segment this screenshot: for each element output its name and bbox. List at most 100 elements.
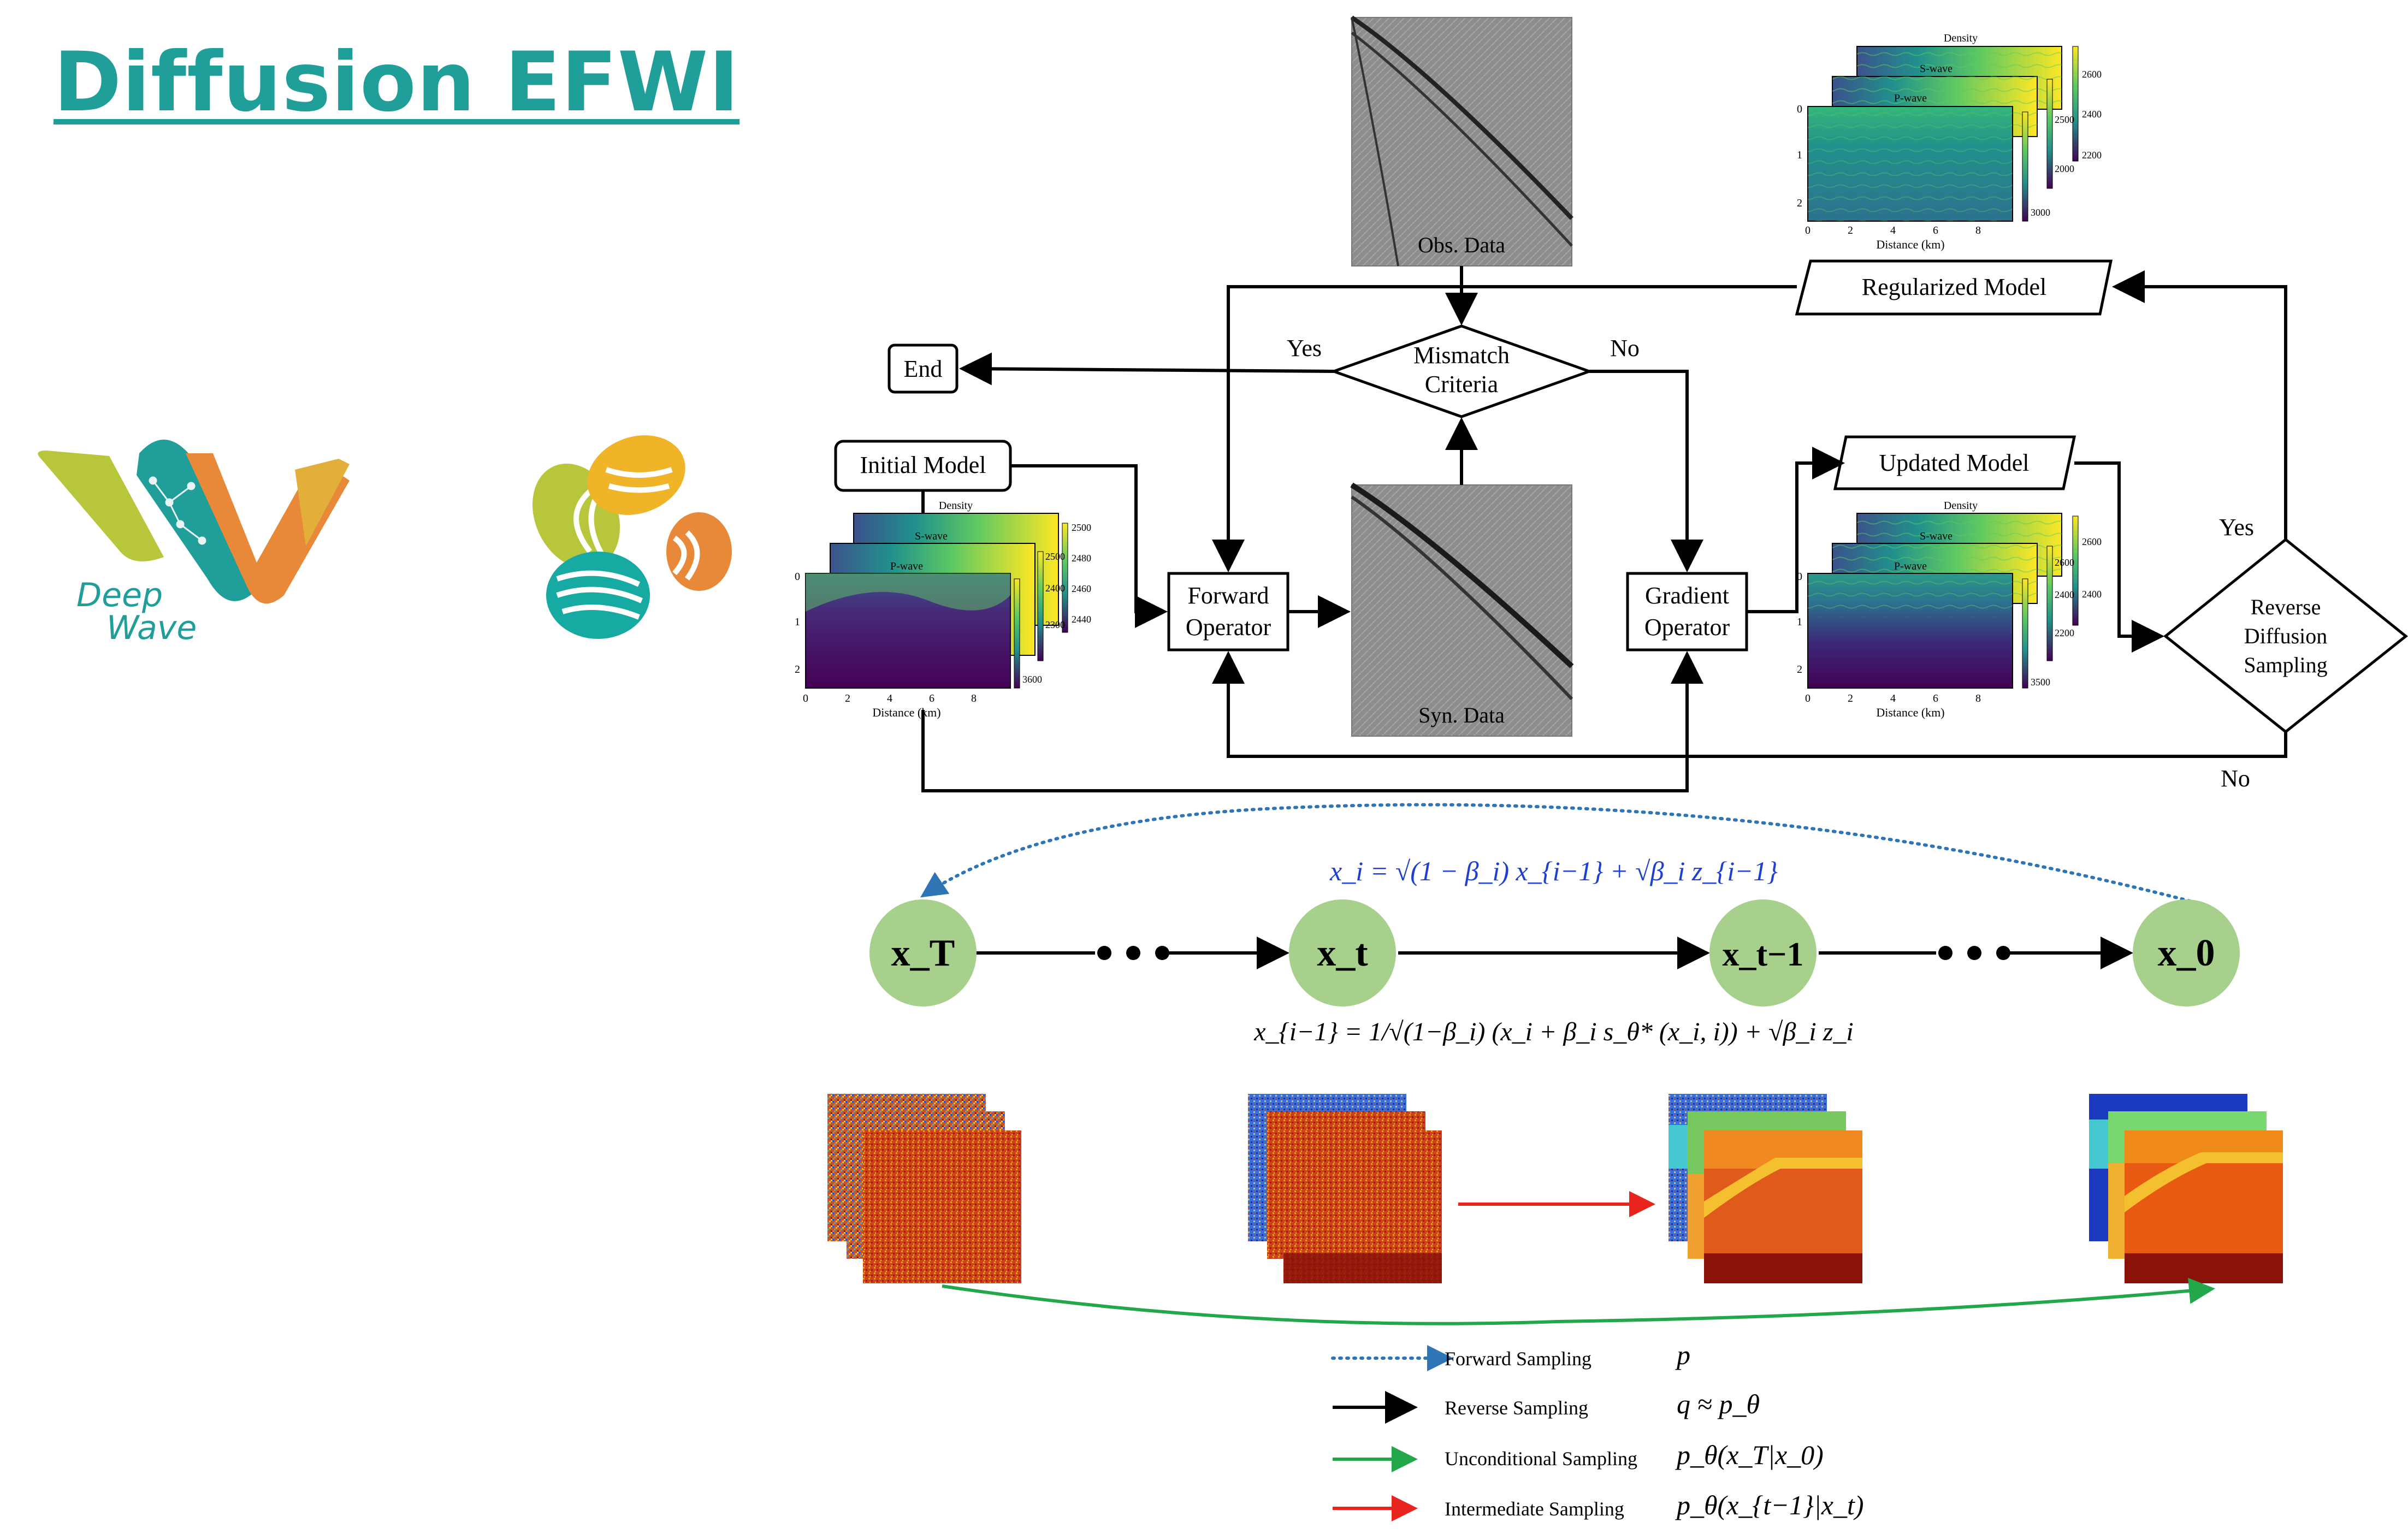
legend-unconditional-math: p_θ(x_T|x_0) xyxy=(1675,1440,1824,1470)
legend-unconditional-label: Unconditional Sampling xyxy=(1445,1448,1637,1470)
initial-cbar-s0: 2500 xyxy=(1045,551,1065,562)
legend-reverse-label: Reverse Sampling xyxy=(1445,1397,1588,1419)
initial-model-label: Initial Model xyxy=(860,452,986,478)
diffusion-chain: x_i = √(1 − β_i) x_{i−1} + √β_i z_{i−1} … xyxy=(869,803,2240,1046)
gradient-label-line1: Gradient xyxy=(1645,582,1729,609)
initial-cbar-s1: 2400 xyxy=(1045,583,1065,594)
node-x-t-minus-1-label: x_t−1 xyxy=(1723,936,1804,973)
initial-ytick-1: 1 xyxy=(795,616,800,628)
reg-pwave-label: P-wave xyxy=(1894,92,1927,104)
upd-ytick-2: 2 xyxy=(1797,664,1802,676)
reg-cbar-d1: 2400 xyxy=(2082,109,2102,120)
upd-xtick-0: 0 xyxy=(1805,692,1811,704)
legend-forward-label: Forward Sampling xyxy=(1445,1348,1591,1370)
flowchart-connectors xyxy=(921,266,2287,792)
deepwave-logo-line1: Deep xyxy=(76,576,163,614)
legend-reverse-math: q ≈ p_θ xyxy=(1677,1389,1760,1419)
reverse-label-line2: Diffusion xyxy=(2244,624,2328,648)
forward-operator-box xyxy=(1167,572,1289,651)
node-x-t-minus-1 xyxy=(1709,899,1817,1006)
node-x-0 xyxy=(2133,899,2240,1006)
syn-data-panel: Syn. Data xyxy=(1350,482,1574,737)
reg-ytick-2: 2 xyxy=(1797,197,1802,209)
reg-xtick-2: 4 xyxy=(1890,224,1896,236)
sample-clean-stack xyxy=(2089,1094,2283,1283)
ellipsis-dots-left xyxy=(1097,946,1169,960)
reg-cbar-d2: 2200 xyxy=(2082,150,2102,161)
reg-cbar-d0: 2600 xyxy=(2082,69,2102,80)
initial-cbar-d2: 2460 xyxy=(1072,583,1091,594)
reg-cbar-p0: 3000 xyxy=(2031,207,2050,218)
reg-cbar-s0: 2500 xyxy=(2055,114,2074,125)
legend: Forward Sampling p Reverse Sampling q ≈ … xyxy=(1331,1340,1864,1521)
upd-cbar-s2: 2200 xyxy=(2055,627,2074,638)
node-x-T xyxy=(869,899,977,1006)
upd-cbar-s1: 2400 xyxy=(2055,589,2074,600)
syn-data-label: Syn. Data xyxy=(1418,703,1505,727)
upd-cbar-p0: 3500 xyxy=(2031,677,2050,688)
initial-cbar-d3: 2440 xyxy=(1072,614,1091,625)
mismatch-criteria-diamond xyxy=(1329,324,1594,418)
reverse-label-line1: Reverse xyxy=(2251,595,2321,619)
forward-label-line1: Forward xyxy=(1187,582,1269,609)
forward-equation: x_i = √(1 − β_i) x_{i−1} + √β_i z_{i−1} xyxy=(1329,856,1778,886)
regularized-model-label: Regularized Model xyxy=(1862,274,2046,300)
upd-ytick-1: 1 xyxy=(1797,616,1802,628)
sample-noise-stack xyxy=(827,1094,1021,1283)
initial-xtick-3: 6 xyxy=(929,692,934,704)
upd-cbar-s0: 2600 xyxy=(2055,557,2074,568)
mismatch-no-label: No xyxy=(1610,335,1640,362)
initial-xtick-0: 0 xyxy=(803,692,808,704)
node-x-t xyxy=(1289,899,1396,1006)
reg-ytick-0: 0 xyxy=(1797,103,1802,115)
node-x-T-label: x_T xyxy=(891,932,955,974)
initial-xtick-2: 4 xyxy=(887,692,892,704)
node-x-0-label: x_0 xyxy=(2158,932,2215,974)
initial-density-label: Density xyxy=(939,500,973,512)
reverse-equation: x_{i−1} = 1/√(1−β_i) (x_i + β_i s_θ* (x_… xyxy=(1253,1017,1854,1046)
end-box xyxy=(888,343,959,394)
mismatch-label-line2: Criteria xyxy=(1425,371,1498,398)
upd-ytick-0: 0 xyxy=(1797,571,1802,583)
gradient-operator-box xyxy=(1626,572,1748,651)
legend-forward-math: p xyxy=(1675,1340,1690,1370)
reverse-label-line3: Sampling xyxy=(2244,653,2327,677)
upd-cbar-d1: 2400 xyxy=(2082,589,2102,600)
unconditional-sampling-arrow xyxy=(942,1277,2215,1325)
deepwave-logo-line2: Wave xyxy=(107,609,197,647)
updated-model-stack: Density 2600 2400 S-wave 2600 2400 2200 … xyxy=(1797,500,2102,719)
initial-cbar-s2: 2300 xyxy=(1045,619,1065,630)
reg-swave-label: S-wave xyxy=(1920,63,1953,75)
mismatch-label-line1: Mismatch xyxy=(1413,342,1510,369)
initial-model-stack: Density 2500 2480 2460 2440 S-wave 2500 … xyxy=(795,500,1091,719)
reg-xtick-3: 6 xyxy=(1933,224,1938,236)
reg-xtick-1: 2 xyxy=(1848,224,1853,236)
efwi-flowchart: Obs. Data Syn. Data Mismatch Criteria En… xyxy=(795,15,2408,792)
upd-pwave-label: P-wave xyxy=(1894,560,1927,572)
obs-data-label: Obs. Data xyxy=(1418,233,1505,257)
initial-pwave-label: P-wave xyxy=(890,560,923,572)
legend-intermediate-math: p_θ(x_{t−1}|x_t) xyxy=(1675,1490,1864,1520)
obs-data-panel: Obs. Data xyxy=(1350,15,1573,266)
regularized-model-box xyxy=(1795,259,2113,316)
upd-swave-label: S-wave xyxy=(1920,530,1953,542)
kaust-logo xyxy=(532,435,732,639)
page-title: Diffusion EFWI xyxy=(54,35,740,130)
node-x-t-label: x_t xyxy=(1317,932,1368,974)
reg-xtick-0: 0 xyxy=(1805,224,1811,236)
forward-label-line2: Operator xyxy=(1186,614,1271,641)
sample-t-minus-1-stack xyxy=(1669,1094,1862,1283)
upd-xtick-1: 2 xyxy=(1848,692,1853,704)
reverse-no-label: No xyxy=(2221,765,2250,792)
upd-density-label: Density xyxy=(1944,500,1978,512)
updated-model-label: Updated Model xyxy=(1879,449,2030,476)
regularized-model-stack: Density 2600 2400 2200 S-wave 2500 2000 … xyxy=(1797,32,2102,251)
diffusion-samples xyxy=(827,1094,2283,1325)
upd-xtick-4: 8 xyxy=(1975,692,1981,704)
upd-xtick-2: 4 xyxy=(1890,692,1896,704)
legend-intermediate-label: Intermediate Sampling xyxy=(1445,1498,1624,1520)
ellipsis-dots-right xyxy=(1938,946,2010,960)
initial-xtick-4: 8 xyxy=(971,692,977,704)
deepwave-logo: Deep Wave xyxy=(38,440,350,647)
initial-xtick-1: 2 xyxy=(845,692,850,704)
